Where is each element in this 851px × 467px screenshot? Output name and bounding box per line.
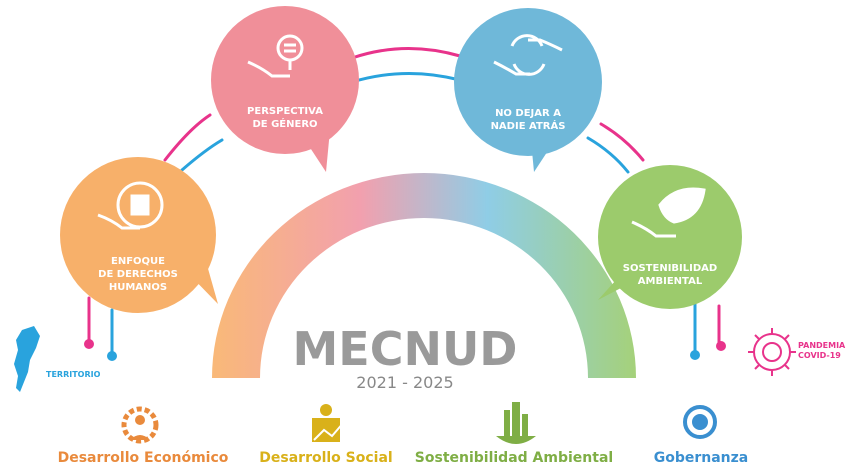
gender-equality-icon	[247, 34, 304, 78]
bubble-circle	[211, 6, 359, 154]
covid-virus-icon	[748, 328, 796, 376]
bubble-circle	[454, 8, 602, 156]
bubble-label-line: HUMANOS	[109, 282, 167, 293]
gear-person-icon	[121, 406, 159, 444]
connector-lines	[87, 46, 721, 354]
bubble-perspectiva-genero: PERSPECTIVA DE GÉNERO	[211, 6, 359, 172]
bubble-sostenibilidad-ambiental: SOSTENIBILIDAD AMBIENTAL	[598, 165, 742, 309]
bubble-label-line: AMBIENTAL	[638, 276, 703, 287]
pillar-label: Sostenibilidad Ambiental	[415, 450, 613, 466]
hands-arrows-icon	[97, 181, 164, 230]
governance-circle-icon	[683, 405, 717, 439]
pink-connector-top	[350, 46, 462, 60]
pink-connector-arc-right	[599, 122, 645, 162]
blue-dot-left	[107, 351, 117, 361]
social-growth-icon	[312, 404, 345, 442]
blue-connector-arc-left	[180, 138, 224, 172]
blue-connector-arc-right	[586, 136, 630, 174]
pandemia-label-line: PANDEMIA	[798, 341, 846, 350]
territorio-label: TERRITORIO	[46, 370, 101, 379]
pink-dot-left	[84, 339, 94, 349]
pillar-label: Gobernanza	[654, 450, 749, 466]
years-subtitle: 2021 - 2025	[356, 373, 453, 392]
bubble-label-line: NO DEJAR A	[495, 108, 561, 119]
bubble-label-line: PERSPECTIVA	[247, 106, 323, 117]
pillar-label: Desarrollo Social	[259, 450, 392, 466]
pink-connector-arc-left	[163, 113, 212, 162]
bubble-label-line: NADIE ATRÁS	[491, 119, 566, 132]
hands-cycle-icon	[493, 34, 563, 76]
bubble-circle	[60, 157, 216, 313]
blue-connector-top	[350, 71, 462, 84]
bubble-label-line: DE GÉNERO	[252, 117, 317, 130]
rainbow-arc	[212, 173, 636, 378]
bubble-label-line: ENFOQUE	[111, 256, 165, 267]
leaf-hand-icon	[631, 187, 706, 238]
bubble-derechos-humanos: ENFOQUE DE DERECHOS HUMANOS	[60, 157, 218, 313]
argentina-map-icon	[14, 326, 40, 392]
bubble-label-line: DE DERECHOS	[98, 269, 178, 280]
blue-dot-right	[690, 350, 700, 360]
pandemia-label-line: COVID-19	[798, 351, 841, 360]
pillar-label: Desarrollo Económico	[58, 450, 229, 466]
bubble-label-line: SOSTENIBILIDAD	[623, 263, 717, 274]
pink-dot-right	[716, 341, 726, 351]
city-plant-icon	[496, 402, 536, 444]
bubble-no-dejar-atras: NO DEJAR A NADIE ATRÁS	[454, 8, 602, 172]
page-title: MECNUD	[293, 322, 518, 376]
